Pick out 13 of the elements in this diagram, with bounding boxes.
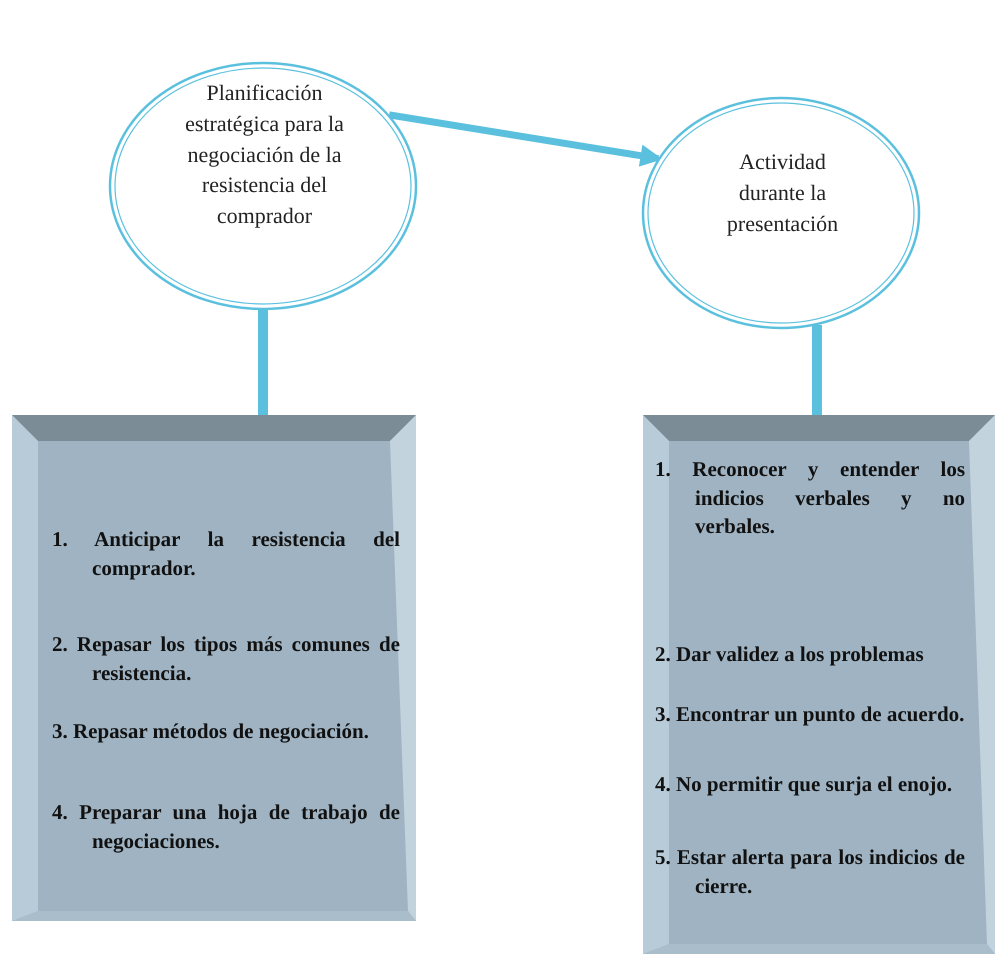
list-item: 3. Repasar métodos de negociación. — [52, 718, 370, 745]
list-item: 4. Preparar una hoja de trabajo de negociaciones. — [52, 799, 400, 855]
list-item: 2. Repasar los tipos más comunes de resistencia. — [52, 631, 400, 687]
node-text: Actividad durante la presentación — [726, 148, 840, 238]
list-item: 1. Anticipar la resistencia del comprador. — [52, 526, 400, 582]
connector-line — [258, 310, 268, 415]
list-item: 4. No permitir que surja el enojo. — [655, 771, 954, 798]
node-text: Planificación estratégica para la negociación de la resistencia del comprador — [184, 79, 345, 230]
list-item: 1. Reconocer y entender los indicios verbales y no verbales. — [655, 456, 965, 540]
connector-line — [812, 325, 822, 415]
list-item: 5. Estar alerta para los indicios de cierre. — [655, 844, 965, 900]
list-item: 2. Dar validez a los problemas — [655, 641, 925, 668]
list-item: 3. Encontrar un punto de acuerdo. — [655, 701, 965, 728]
